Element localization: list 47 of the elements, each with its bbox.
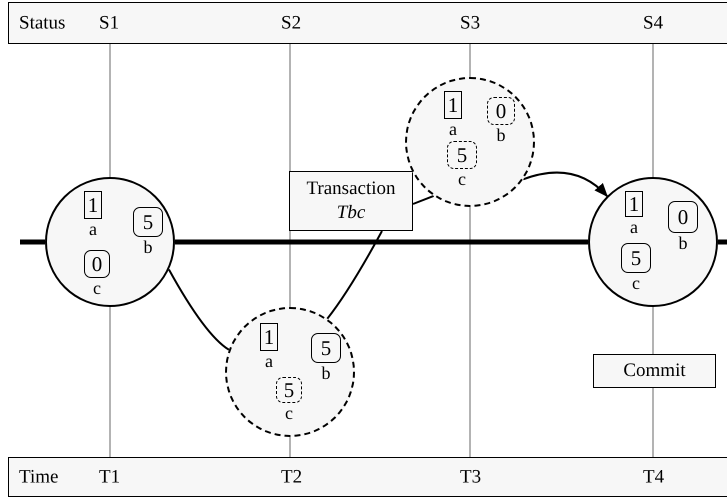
label-box: [593, 354, 716, 388]
band-tick-label: S1: [99, 14, 120, 32]
band-tick-label: T4: [643, 468, 664, 486]
variable-label: a: [630, 218, 638, 236]
variable-label: c: [93, 279, 101, 297]
connector-line: [168, 268, 230, 351]
connector-line: [20, 240, 45, 244]
band-title: Status: [19, 14, 66, 32]
value-box: 5: [311, 333, 341, 363]
band-tick-label: S4: [643, 14, 664, 32]
value-box: 1: [84, 191, 102, 219]
variable-label: b: [144, 238, 152, 256]
variable-label: b: [496, 126, 506, 144]
timeline-band: [8, 2, 727, 44]
box-text: Commit: [623, 359, 686, 383]
variable-label: c: [285, 404, 293, 422]
band-tick-label: T2: [281, 468, 302, 486]
connector-line: [175, 240, 588, 244]
connector-line: [326, 230, 383, 320]
variable-label: c: [632, 274, 640, 292]
value-box: 5: [133, 207, 163, 237]
band-tick-label: T3: [460, 468, 482, 486]
variable-label: a: [265, 352, 273, 370]
box-text: Transaction Tbc: [305, 177, 397, 225]
band-title: Time: [19, 468, 58, 486]
value-box: 1: [625, 191, 643, 217]
variable-label: c: [458, 170, 466, 188]
variable-label: a: [89, 220, 97, 238]
value-box: 5: [621, 243, 651, 273]
value-box: 0: [668, 201, 698, 233]
value-box: 0: [487, 97, 515, 125]
connector-line: [718, 240, 727, 244]
band-tick-label: S3: [460, 14, 480, 32]
label-box: [289, 171, 413, 231]
band-tick-label: S2: [281, 14, 302, 32]
value-box: 0: [84, 250, 110, 278]
variable-label: b: [678, 234, 688, 252]
value-box: 1: [260, 323, 278, 351]
arrow: [522, 172, 608, 198]
value-box: 5: [447, 141, 477, 169]
connector-line: [412, 194, 434, 205]
band-tick-label: T1: [99, 468, 120, 486]
variable-label: a: [449, 120, 457, 138]
value-box: 5: [276, 377, 302, 403]
variable-label: b: [322, 364, 330, 382]
value-box: 1: [444, 91, 462, 119]
timeline-band: [8, 457, 727, 497]
